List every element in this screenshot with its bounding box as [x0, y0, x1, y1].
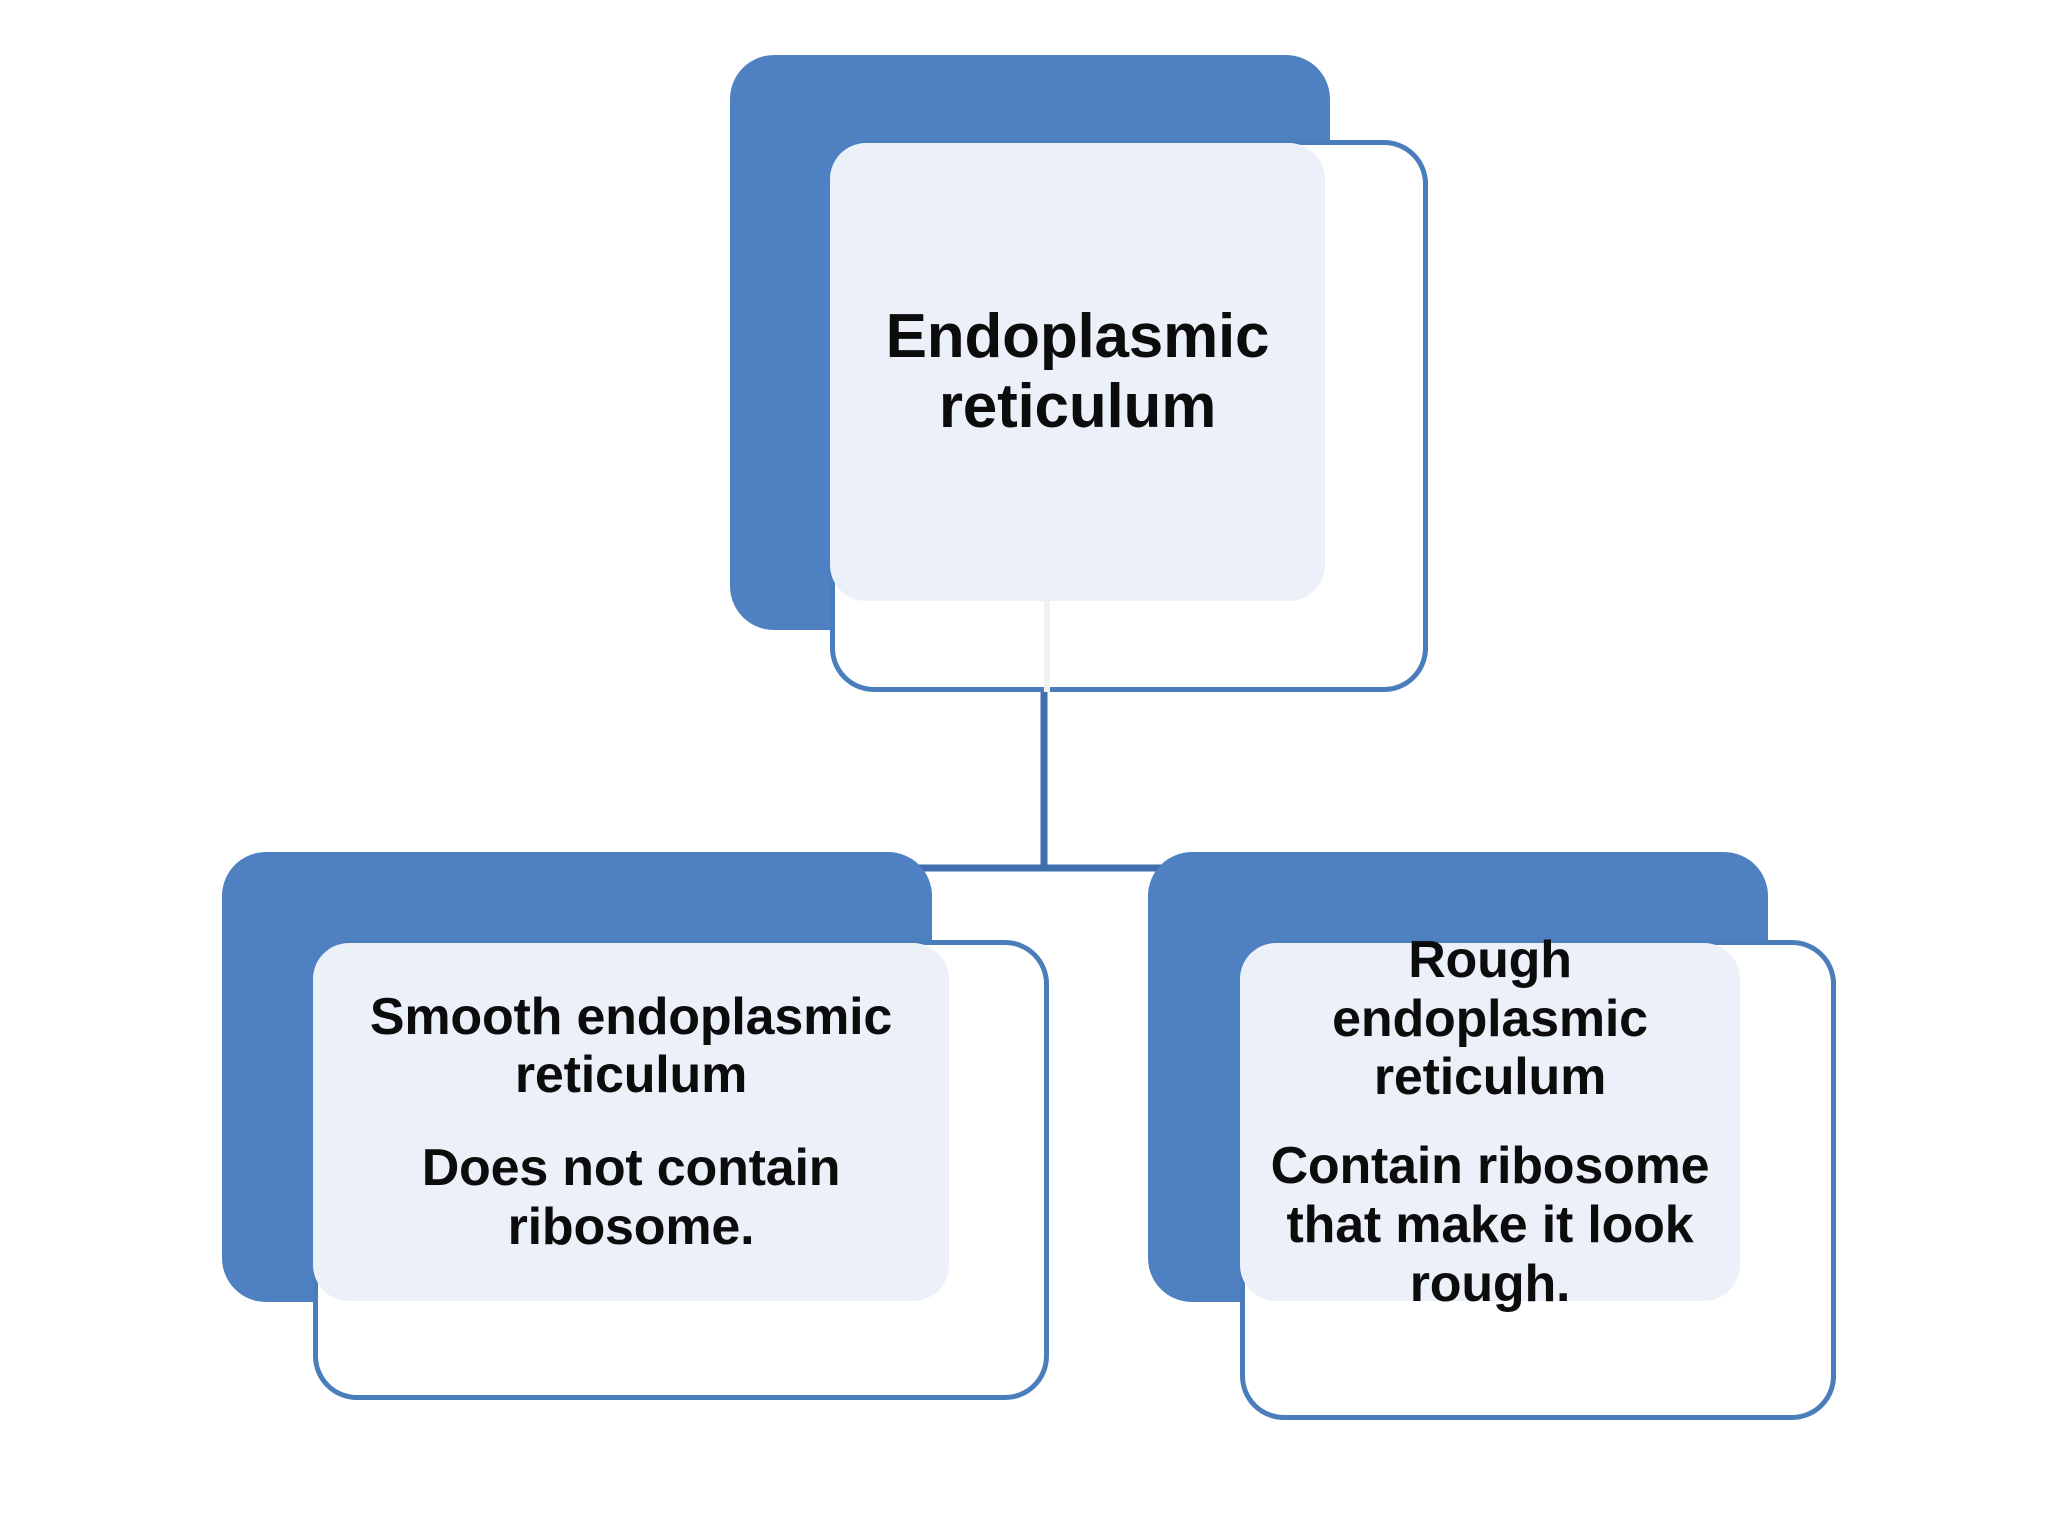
smooth-node-body: Does not contain ribosome. [421, 1139, 841, 1256]
smooth-node-heading: Smooth endoplasmic reticulum [369, 987, 893, 1105]
node-text-panel: Smooth endoplasmic reticulum Does not co… [313, 943, 949, 1301]
node-text-panel: Endoplasmic reticulum [830, 143, 1325, 601]
rough-node-body: Contain ribosome that make it look rough… [1270, 1137, 1710, 1313]
node-seam-line [1044, 600, 1050, 692]
root-node-label: Endoplasmic reticulum [885, 301, 1270, 441]
rough-node-heading: Rough endoplasmic reticulum [1332, 930, 1648, 1107]
node-text-panel: Rough endoplasmic reticulum Contain ribo… [1240, 931, 1740, 1313]
